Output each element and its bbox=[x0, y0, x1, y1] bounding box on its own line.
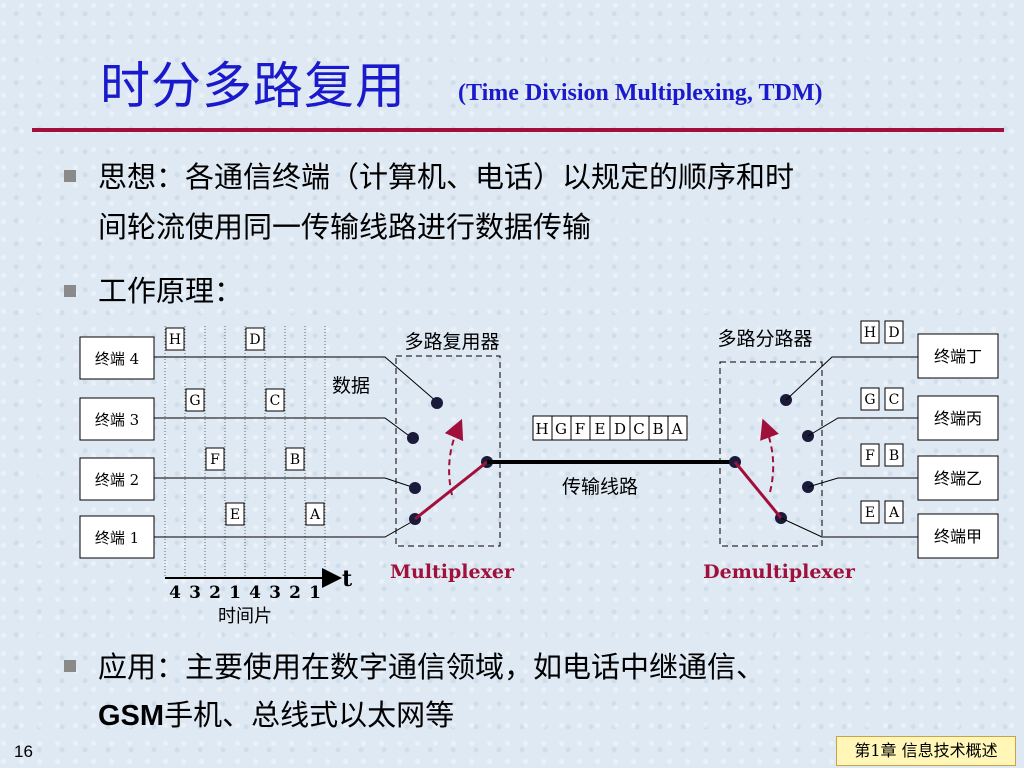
demultiplexer-label-en: Demultiplexer bbox=[703, 561, 856, 583]
page-title: 时分多路复用 bbox=[100, 57, 406, 115]
multiplexer-label-zh: 多路复用器 bbox=[404, 331, 499, 353]
svg-text:4: 4 bbox=[249, 583, 261, 603]
svg-text:B: B bbox=[889, 448, 899, 464]
data-label: 数据 bbox=[332, 375, 370, 397]
svg-text:A: A bbox=[671, 420, 683, 438]
svg-text:A: A bbox=[888, 505, 900, 521]
multiplexer-rotation-arrow bbox=[444, 418, 464, 496]
axis-ticks: 4 3 2 1 4 3 2 1 bbox=[169, 583, 321, 603]
bullet-square-icon bbox=[64, 170, 76, 182]
bullet-square-icon bbox=[64, 285, 76, 297]
left-terminals: 终端 4 终端 3 终端 2 终端 1 bbox=[79, 336, 155, 559]
demultiplexer-rotation-arrow bbox=[760, 418, 779, 493]
slot-letter: A bbox=[309, 507, 321, 523]
terminal-1-label: 终端 1 bbox=[95, 529, 139, 547]
title-divider bbox=[32, 128, 1004, 132]
left-data-lines bbox=[154, 356, 438, 538]
gsm-label: GSM bbox=[98, 700, 165, 732]
terminal-bing-box bbox=[917, 395, 999, 441]
slot-letter: D bbox=[249, 332, 260, 348]
bullet-idea-line2: 间轮流使用同一传输线路进行数据传输 bbox=[98, 210, 592, 244]
terminal-2-box bbox=[79, 457, 155, 501]
svg-text:F: F bbox=[575, 420, 585, 438]
terminal-yi-label: 终端乙 bbox=[934, 469, 982, 488]
svg-text:C: C bbox=[889, 392, 900, 408]
right-slot-letters: H D G C F B E A bbox=[860, 320, 904, 524]
svg-text:C: C bbox=[633, 420, 644, 438]
svg-text:D: D bbox=[888, 325, 899, 341]
slot-letter: H bbox=[169, 332, 181, 348]
svg-text:H: H bbox=[535, 420, 548, 438]
demultiplexer-box bbox=[719, 361, 823, 547]
multiplexer-label-en: Multiplexer bbox=[390, 561, 515, 583]
bullet-application-line1: 应用：主要使用在数字通信领域，如电话中继通信、 bbox=[98, 650, 766, 684]
svg-text:G: G bbox=[864, 392, 875, 408]
terminal-jia-box bbox=[917, 513, 999, 559]
terminal-bing-label: 终端丙 bbox=[934, 409, 982, 428]
page-title-english: (Time Division Multiplexing, TDM) bbox=[458, 80, 823, 106]
demultiplexer-switch-arm bbox=[733, 461, 783, 519]
svg-text:2: 2 bbox=[209, 583, 221, 603]
terminal-3-box bbox=[79, 397, 155, 441]
slot-letter: F bbox=[210, 452, 220, 468]
slot-letter: G bbox=[189, 393, 200, 409]
slot-letter: E bbox=[230, 507, 240, 523]
terminal-3-label: 终端 3 bbox=[95, 411, 139, 429]
terminal-yi-box bbox=[917, 455, 999, 501]
terminal-2-label: 终端 2 bbox=[95, 471, 139, 489]
bullet-idea-line1: 思想：各通信终端（计算机、电话）以规定的顺序和时 bbox=[98, 160, 795, 194]
svg-text:1: 1 bbox=[309, 583, 321, 603]
page-number: 16 bbox=[14, 742, 33, 761]
svg-text:B: B bbox=[652, 420, 663, 438]
slot-letters: H D G C F B E A bbox=[165, 327, 325, 526]
bullet-application-line2-text: 手机、总线式以太网等 bbox=[164, 698, 455, 732]
svg-text:E: E bbox=[595, 420, 606, 438]
time-slot-gridlines bbox=[164, 326, 326, 578]
terminal-jia-label: 终端甲 bbox=[934, 527, 982, 546]
multiplexer-box bbox=[395, 355, 501, 547]
transmission-line-label: 传输线路 bbox=[562, 476, 638, 498]
bullet-square-icon bbox=[64, 660, 76, 672]
frame-slots: H G F E D C B A bbox=[532, 415, 688, 441]
svg-text:F: F bbox=[865, 448, 875, 464]
slot-letter: B bbox=[290, 452, 300, 468]
svg-text:E: E bbox=[865, 505, 875, 521]
demultiplexer-label-zh: 多路分路器 bbox=[717, 328, 812, 350]
right-terminals: 终端丁 终端丙 终端乙 终端甲 bbox=[917, 333, 999, 559]
terminal-ding-box bbox=[917, 333, 999, 379]
svg-text:3: 3 bbox=[189, 583, 201, 603]
svg-text:G: G bbox=[555, 420, 567, 438]
bullet-application-line2: GSM手机、总线式以太网等 bbox=[98, 692, 454, 739]
svg-text:3: 3 bbox=[269, 583, 281, 603]
time-axis-label: t bbox=[342, 566, 353, 592]
chapter-footer: 第1章 信息技术概述 bbox=[836, 736, 1016, 766]
terminal-1-box bbox=[79, 515, 155, 559]
time-slot-label: 时间片 bbox=[218, 606, 272, 627]
slot-letter: C bbox=[270, 393, 281, 409]
terminal-ding-label: 终端丁 bbox=[934, 347, 982, 366]
right-data-lines bbox=[780, 356, 920, 538]
svg-text:4: 4 bbox=[169, 583, 181, 603]
terminal-4-label: 终端 4 bbox=[95, 350, 139, 368]
svg-text:D: D bbox=[614, 420, 626, 438]
svg-text:2: 2 bbox=[289, 583, 301, 603]
bullet-principle: 工作原理： bbox=[98, 274, 244, 308]
terminal-4-box bbox=[79, 336, 155, 380]
svg-text:1: 1 bbox=[229, 583, 241, 603]
svg-text:H: H bbox=[864, 325, 876, 341]
